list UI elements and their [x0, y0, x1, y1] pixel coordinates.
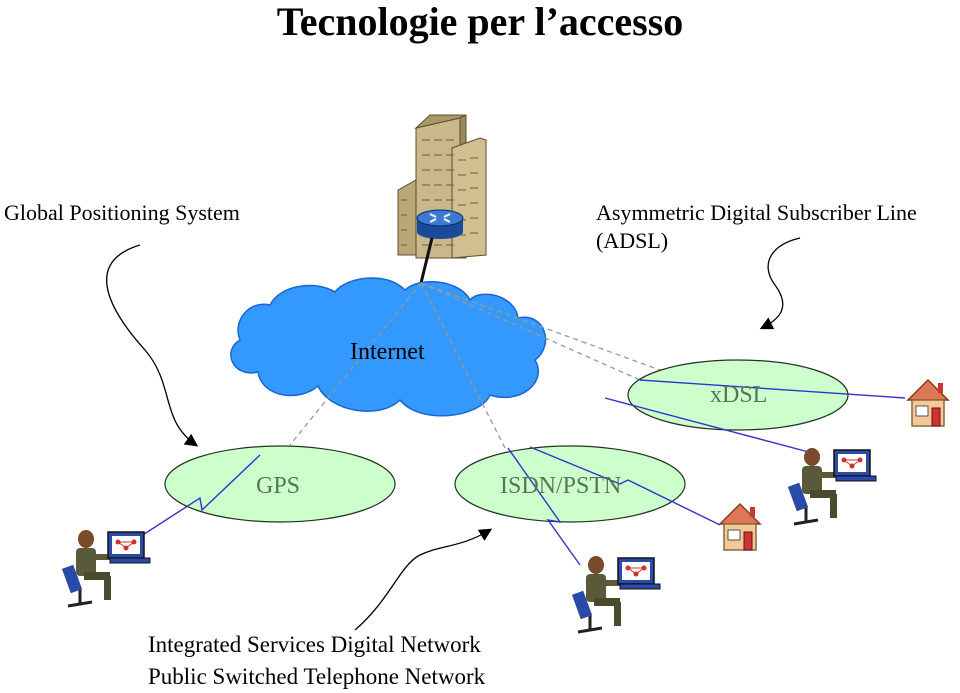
gps-arrow — [106, 244, 199, 447]
adsl-label-line1: Asymmetric Digital Subscriber Line — [596, 200, 917, 225]
building-icon — [397, 114, 487, 259]
page-title: Tecnologie per l’accesso — [276, 0, 684, 44]
isdn-full-label-line1: Integrated Services Digital Network — [148, 632, 481, 657]
isdn-arrow — [354, 528, 493, 631]
isdn-full-label-line2: Public Switched Telephone Network — [148, 664, 486, 689]
isdn-label: ISDN/PSTN — [500, 473, 622, 499]
adsl-label-line2: (ADSL) — [596, 228, 669, 253]
dashed-links — [289, 282, 661, 449]
isdn-ellipse — [454, 445, 686, 523]
workstation-icon — [570, 554, 662, 634]
gps-full-label: Global Positioning System — [4, 200, 240, 225]
xdsl-label: xDSL — [710, 382, 768, 408]
blue-links — [134, 379, 906, 566]
router-icon — [416, 209, 464, 239]
gps-label: GPS — [256, 473, 301, 499]
xdsl-ellipse — [627, 359, 849, 431]
internet-label: Internet — [350, 339, 425, 365]
workstation-icon — [786, 446, 878, 526]
gps-ellipse — [164, 445, 396, 523]
house-icon — [907, 379, 949, 427]
router-uplink — [419, 237, 434, 284]
adsl-arrow — [759, 237, 801, 330]
internet-cloud — [230, 277, 547, 417]
house-icon — [719, 503, 761, 551]
workstation-icon — [60, 528, 152, 608]
